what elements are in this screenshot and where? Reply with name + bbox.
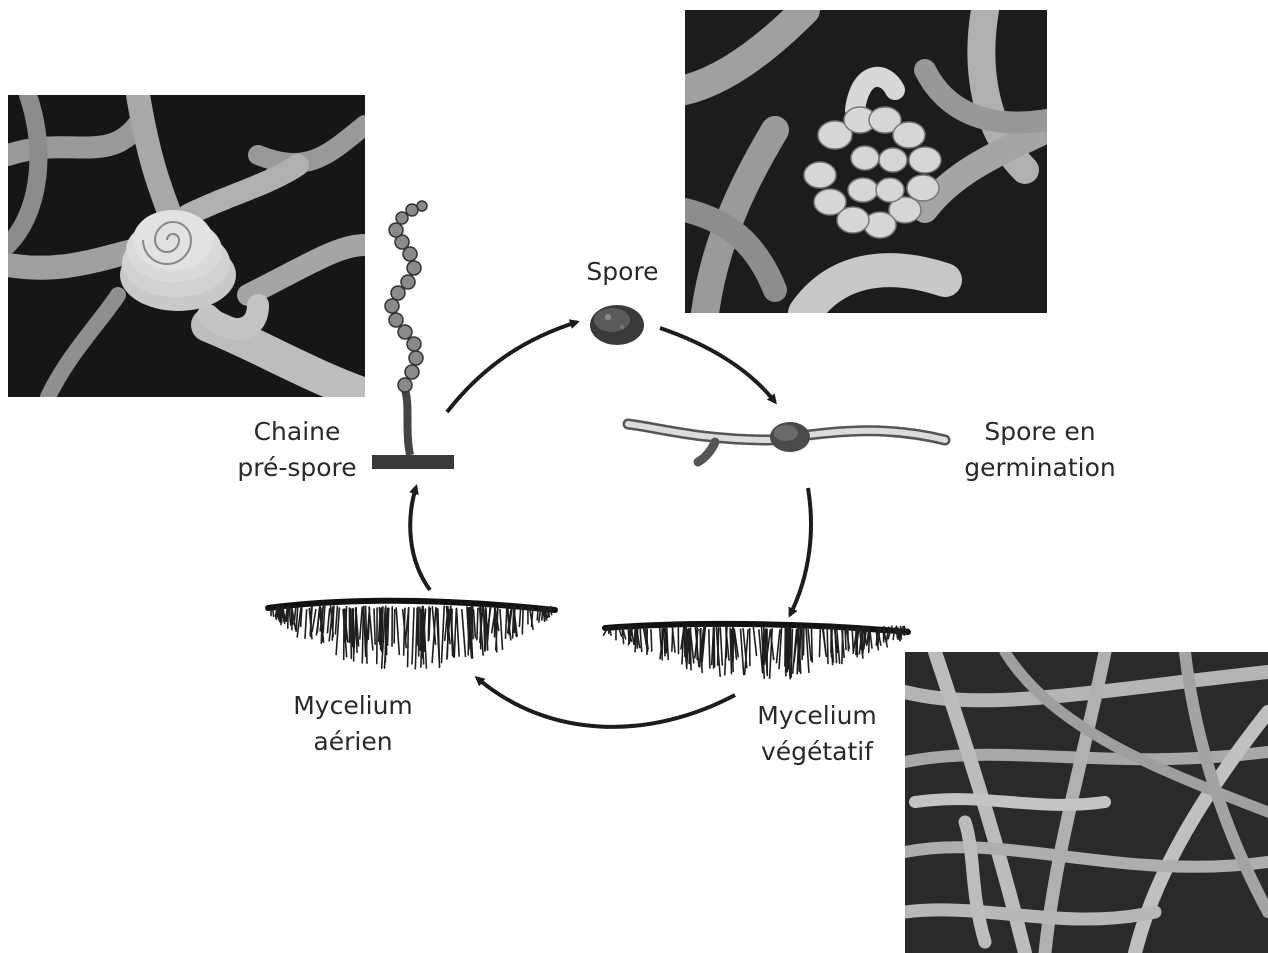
aerial-mycelium-icon <box>268 601 555 669</box>
mycelium-hair <box>312 610 316 632</box>
mycelium-hair <box>732 630 733 662</box>
mycelium-hair <box>522 606 523 634</box>
mycelium-hair <box>537 608 538 620</box>
mycelium-hair <box>484 609 485 651</box>
mycelium-hair <box>305 610 307 638</box>
mycelium-hair <box>869 627 870 653</box>
chain-label-line1: Chaine <box>222 414 372 450</box>
mycelium-hair <box>412 608 414 664</box>
mycelium-hair <box>462 610 466 657</box>
mycelium-hair <box>473 610 475 638</box>
mycelium-hair <box>477 608 478 639</box>
mycelium-hair <box>660 628 662 653</box>
mycelium-hair <box>519 607 520 626</box>
mycelium-hair <box>415 610 417 669</box>
mycelium-hair <box>690 629 691 670</box>
aerial-label-line2: aérien <box>278 724 428 760</box>
mycelium-hair <box>362 609 363 663</box>
arrow-germination-to-vegetative <box>790 488 811 615</box>
mycelium-hair <box>442 606 445 662</box>
mycelium-hair <box>394 610 395 643</box>
chain-label-line2: pré-spore <box>222 450 372 486</box>
mycelium-hair <box>454 610 456 658</box>
mycelium-hair <box>289 609 291 625</box>
mycelium-hair <box>551 607 552 615</box>
mycelium-hair <box>360 607 362 639</box>
vegetative-label-line1: Mycelium <box>742 698 892 734</box>
mycelium-hair <box>273 608 274 616</box>
mycelium-hair <box>835 629 836 663</box>
germinating-spore-icon <box>628 422 945 462</box>
mycelium-hair <box>845 629 846 649</box>
mycelium-hair <box>457 608 460 656</box>
spore-label: Spore <box>586 257 658 286</box>
spore-icon <box>590 305 644 345</box>
mycelium-hair <box>819 627 820 657</box>
mycelium-hair <box>374 609 375 644</box>
mycelium-hair <box>634 628 635 644</box>
mycelium-hair <box>709 630 710 668</box>
mycelium-hair <box>513 609 514 638</box>
mycelium-hair <box>667 628 668 659</box>
mycelium-hair <box>720 628 722 665</box>
arrow-chain-to-spore <box>447 322 577 412</box>
label-germination: Spore en germination <box>955 414 1125 486</box>
mycelium-hair <box>418 607 419 656</box>
mycelium-hair <box>396 608 399 655</box>
arrow-aerial-to-chain <box>410 487 430 590</box>
mycelium-hair <box>500 610 502 650</box>
label-vegetative: Mycelium végétatif <box>742 698 892 770</box>
arrow-vegetative-to-aerial <box>477 678 735 727</box>
spore-chain-icon <box>372 201 454 469</box>
germination-label-line2: germination <box>955 450 1125 486</box>
mycelium-hair <box>296 607 298 631</box>
mycelium-hair <box>827 628 828 663</box>
arrow-spore-to-germination <box>660 328 775 402</box>
label-chain: Chaine pré-spore <box>222 414 372 486</box>
mycelium-hair <box>651 630 652 651</box>
mycelium-hair <box>317 608 319 632</box>
vegetative-mycelium-icon <box>603 624 908 679</box>
aerial-label-line1: Mycelium <box>278 688 428 724</box>
label-aerial: Mycelium aérien <box>278 688 428 760</box>
mycelium-hair <box>811 627 812 663</box>
mycelium-hair <box>428 607 429 641</box>
mycelium-hair <box>327 609 329 633</box>
label-spore: Spore <box>575 254 670 290</box>
mycelium-hair <box>301 608 302 627</box>
vegetative-label-line2: végétatif <box>742 734 892 770</box>
mycelium-hair <box>380 608 381 643</box>
mycelium-hair <box>351 609 352 659</box>
germination-label-line1: Spore en <box>955 414 1125 450</box>
mycelium-hair <box>753 627 756 656</box>
